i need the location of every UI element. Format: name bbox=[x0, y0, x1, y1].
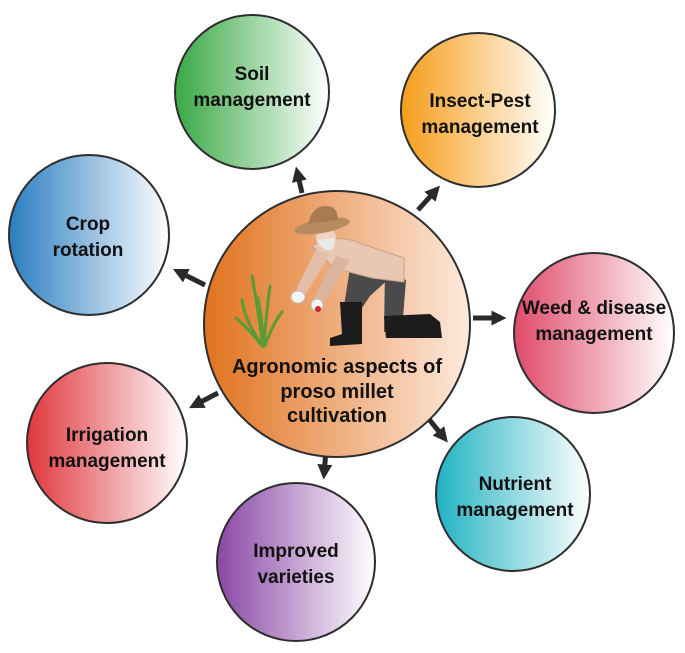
weed-disease-label-line-2: management bbox=[535, 324, 653, 345]
irrigation-label-line-1: Irrigation bbox=[66, 425, 148, 446]
farmer-kneeling-with-millet-plant-icon bbox=[234, 206, 442, 348]
farmer-front-boot bbox=[330, 302, 362, 346]
crop-rotation-label-line-2: rotation bbox=[53, 240, 124, 261]
arrow-to-insect-pest-icon bbox=[416, 185, 441, 212]
farmer-beard bbox=[318, 238, 335, 251]
crop-rotation-label-line-1: Crop bbox=[66, 214, 110, 235]
improved-varieties-label-line-1: Improved bbox=[253, 541, 339, 562]
arrow-to-nutrient-icon bbox=[426, 416, 448, 443]
soil-circle bbox=[174, 14, 330, 170]
soil-label-line-1: Soil bbox=[235, 64, 270, 85]
node-weed-disease-management: Weed & disease management bbox=[513, 252, 675, 414]
central-node: Agronomic aspects of proso millet cultiv… bbox=[203, 190, 471, 458]
irrigation-circle bbox=[26, 362, 188, 524]
weed-disease-circle bbox=[513, 252, 675, 414]
farmer-back-boot bbox=[384, 314, 442, 338]
arrow-to-soil-icon bbox=[292, 166, 307, 194]
node-crop-rotation: Crop rotation bbox=[8, 154, 170, 316]
insect-pest-label-line-1: Insect-Pest bbox=[429, 91, 531, 112]
arrow-to-crop-rotation-icon bbox=[172, 268, 207, 288]
farmer-left-glove bbox=[290, 290, 306, 304]
node-irrigation-management: Irrigation management bbox=[26, 362, 188, 524]
farmer-hat-crown bbox=[308, 206, 338, 224]
crop-rotation-circle bbox=[8, 154, 170, 316]
central-label-line-3: cultivation bbox=[287, 405, 387, 427]
node-improved-varieties: Improved varieties bbox=[216, 482, 376, 642]
central-label-line-2: proso millet bbox=[280, 381, 394, 403]
arrow-to-irrigation-icon bbox=[189, 390, 220, 409]
node-nutrient-management: Nutrient management bbox=[435, 416, 591, 572]
improved-varieties-circle bbox=[216, 482, 376, 642]
farmer-seed-icon bbox=[315, 306, 321, 312]
farmer-right-arm bbox=[314, 256, 350, 302]
weed-disease-label-line-1: Weed & disease bbox=[522, 298, 666, 319]
insect-pest-label-line-2: management bbox=[421, 117, 539, 138]
node-soil-management: Soil management bbox=[174, 14, 330, 170]
improved-varieties-label-line-2: varieties bbox=[257, 567, 334, 588]
node-insect-pest-management: Insect-Pest management bbox=[400, 32, 556, 188]
soil-label-line-2: management bbox=[193, 90, 311, 111]
millet-plant-icon bbox=[234, 274, 284, 348]
nutrient-label-line-2: management bbox=[456, 500, 574, 521]
central-label-line-1: Agronomic aspects of bbox=[232, 356, 442, 378]
insect-pest-circle bbox=[400, 32, 556, 188]
farmer-left-arm bbox=[296, 250, 330, 294]
nutrient-label-line-1: Nutrient bbox=[479, 474, 553, 495]
farmer-hat-brim bbox=[294, 217, 350, 235]
irrigation-label-line-2: management bbox=[48, 451, 166, 472]
nutrient-circle bbox=[435, 416, 591, 572]
